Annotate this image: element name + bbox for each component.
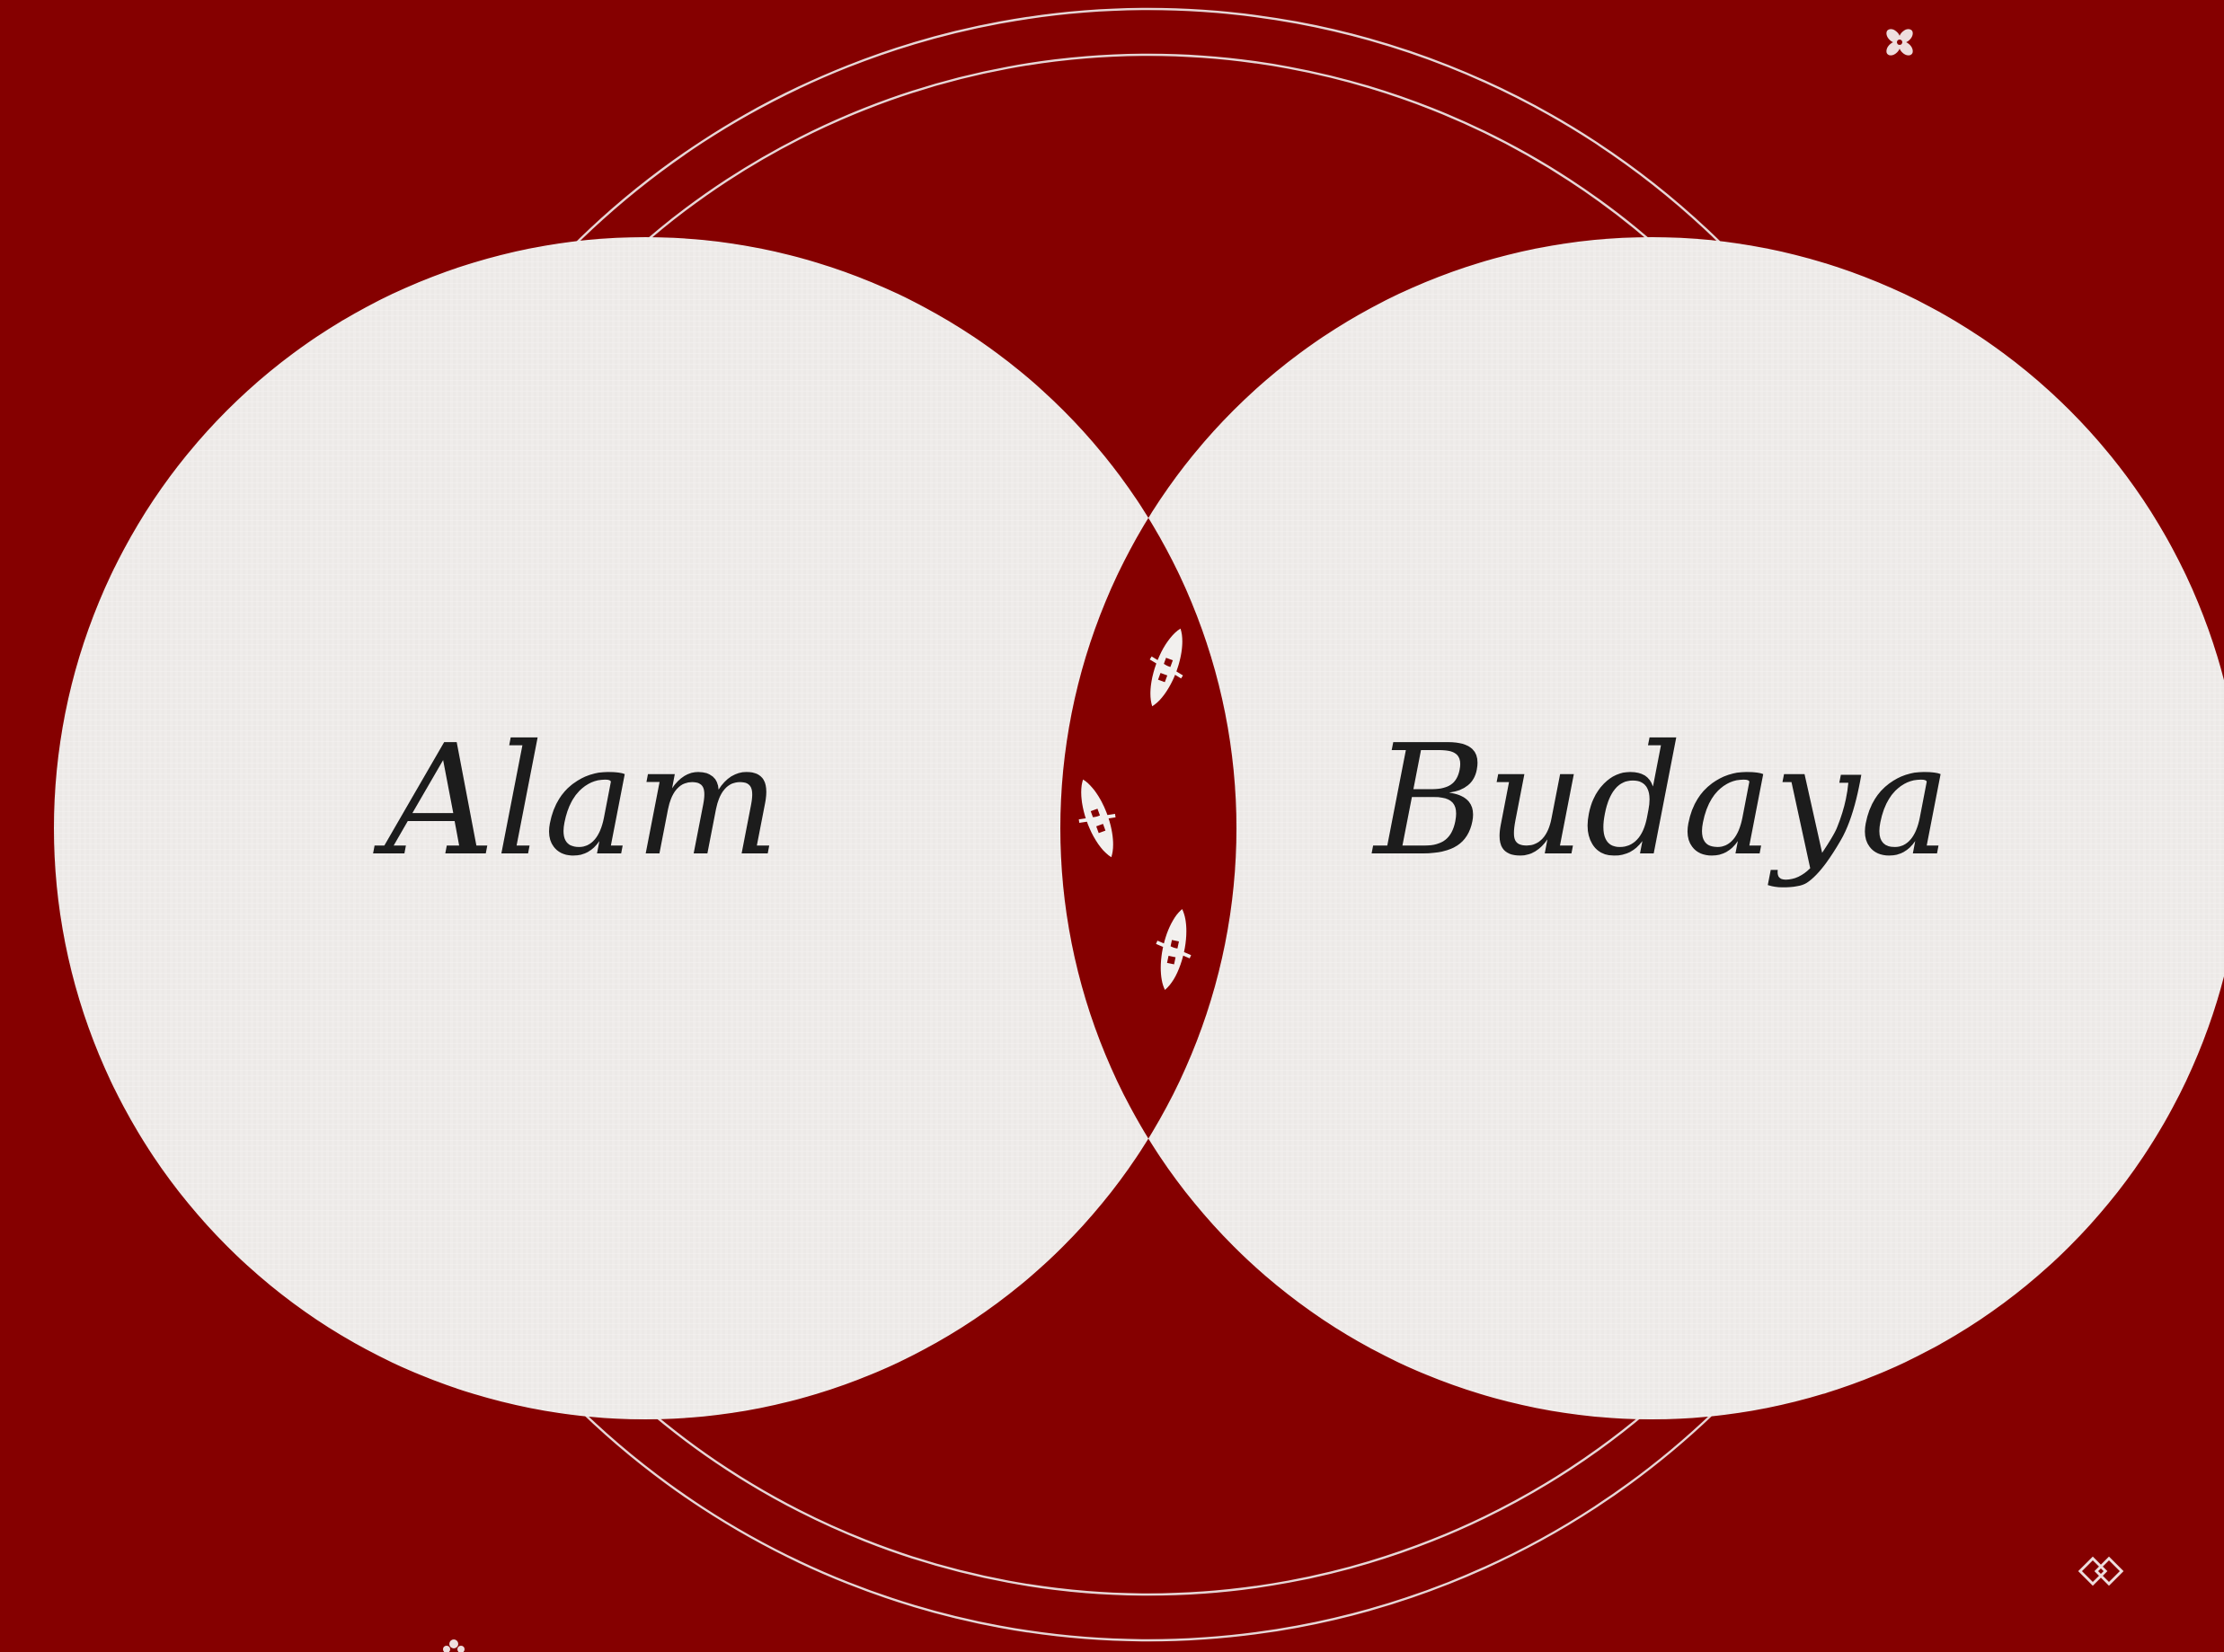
left-circle-label: Alam xyxy=(373,712,780,890)
right-circle-label: Budaya xyxy=(1371,712,1951,890)
